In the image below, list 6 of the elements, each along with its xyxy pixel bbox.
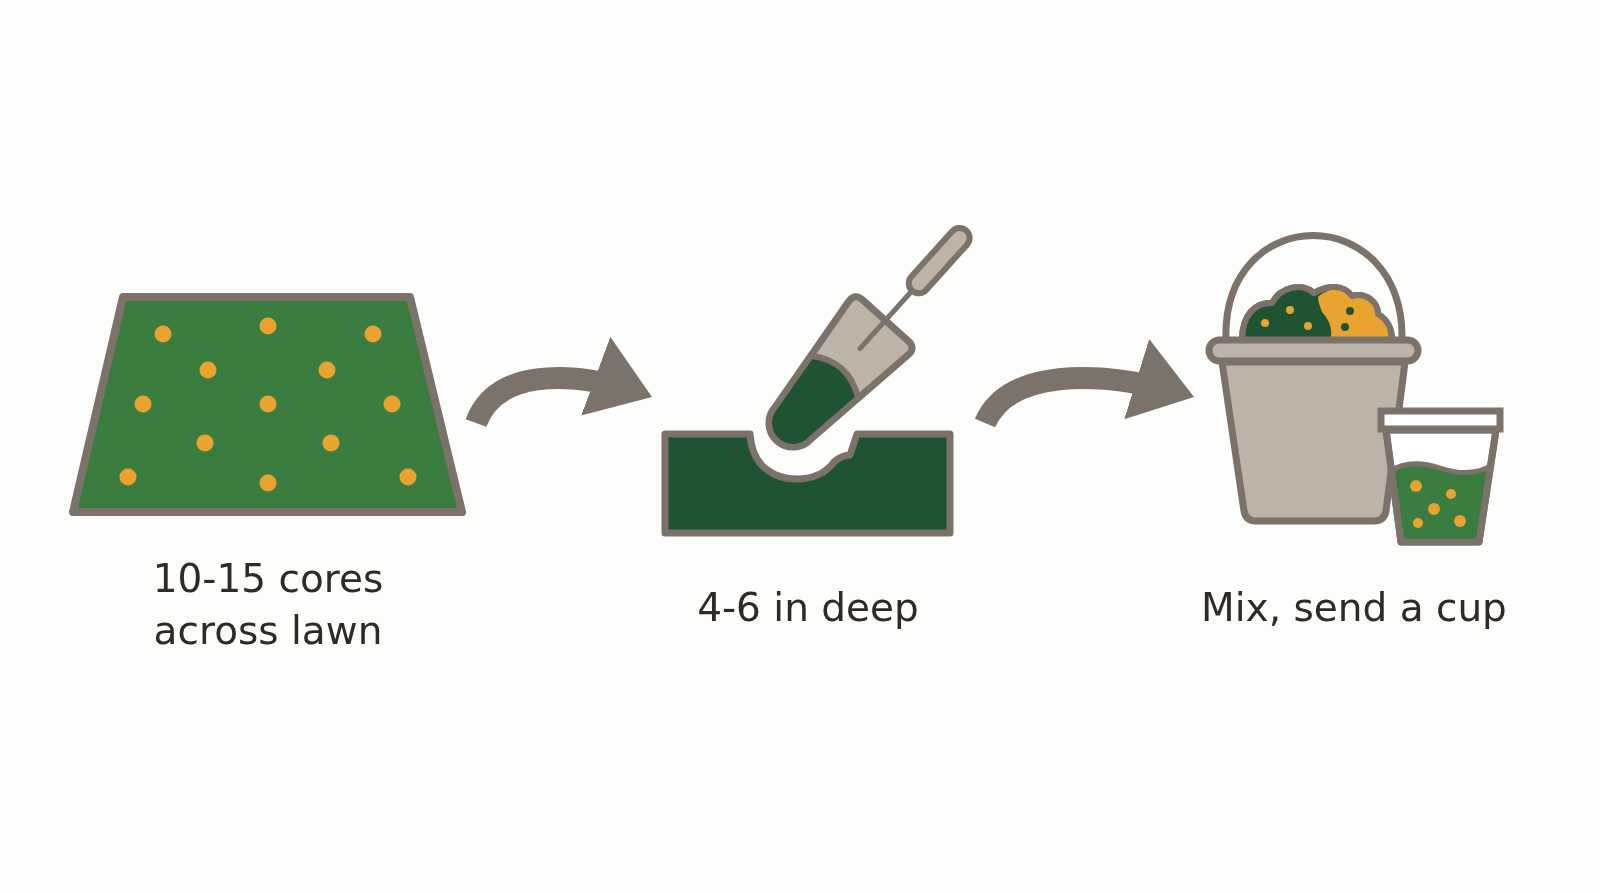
step-caption: Mix, send a cup bbox=[1201, 584, 1507, 632]
step-caption: 4-6 in deep bbox=[697, 584, 919, 632]
trowel-in-soil-illustration bbox=[660, 222, 975, 538]
lawn-illustration bbox=[68, 292, 468, 518]
step-caption: 10-15 cores across lawn bbox=[151, 555, 385, 655]
bucket-and-cup-illustration bbox=[1204, 229, 1506, 548]
